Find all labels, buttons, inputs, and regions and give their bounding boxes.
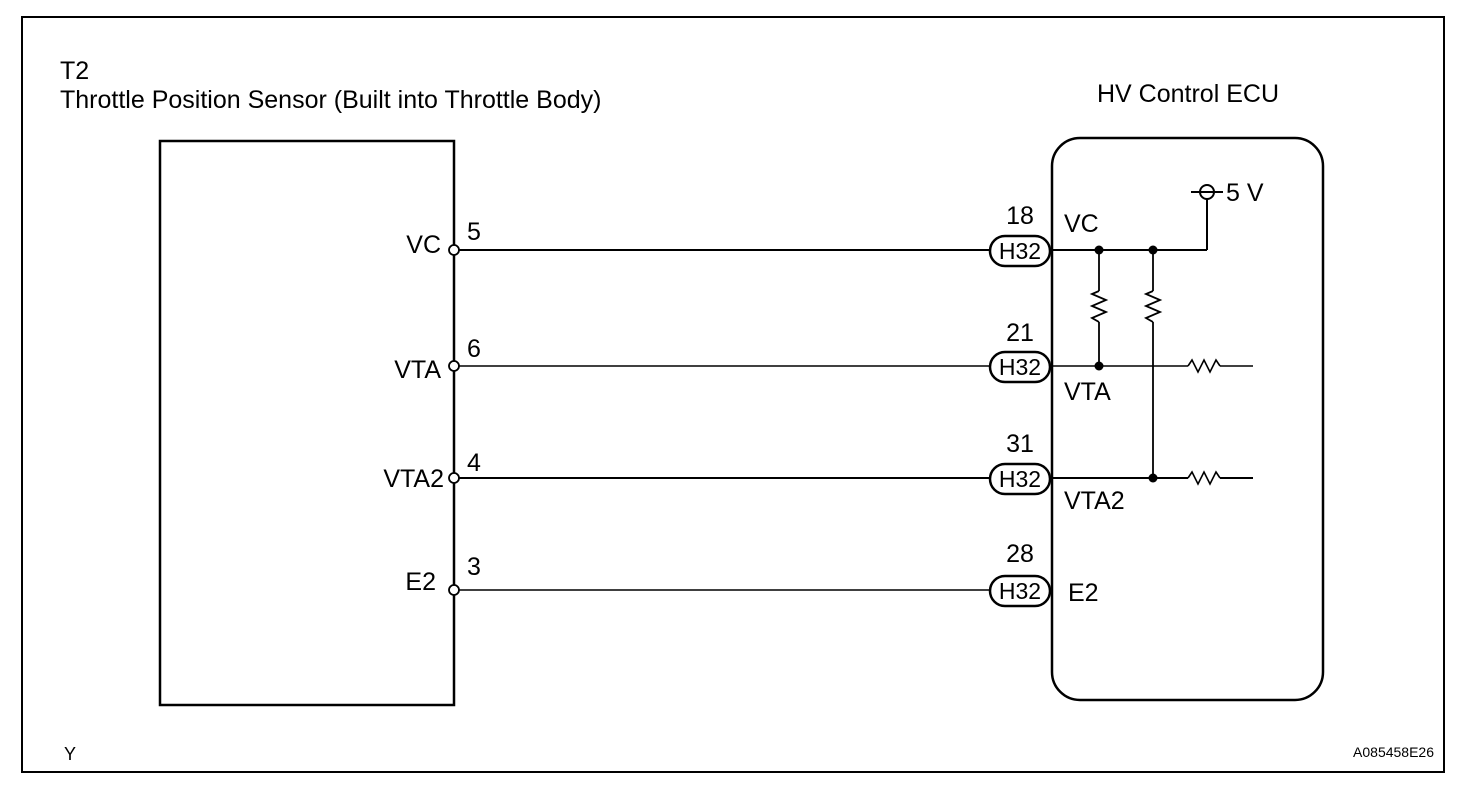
ecu-terminal-number: 31	[1006, 430, 1034, 458]
sensor-pin-label: VC	[406, 231, 441, 259]
connector-h32	[988, 574, 1052, 608]
footer-right-code: A085458E26	[1353, 744, 1434, 760]
sensor-pin-terminal	[448, 360, 460, 372]
sensor-pin-number: 6	[467, 335, 481, 363]
sensor-pin-label: E2	[405, 568, 436, 596]
sensor-pin-terminal	[448, 584, 460, 596]
ecu-terminal-label: VC	[1064, 210, 1099, 238]
sensor-box	[158, 139, 456, 707]
footer-left-code: Y	[64, 744, 76, 764]
ecu-terminal-number: 28	[1006, 540, 1034, 568]
sensor-pin-label: VTA2	[383, 465, 444, 493]
ecu-name: HV Control ECU	[1097, 80, 1279, 108]
sensor-pin-number: 4	[467, 449, 481, 477]
resistor-icon	[1089, 290, 1109, 323]
sensor-pin-number: 5	[467, 218, 481, 246]
ecu-box	[1050, 136, 1325, 702]
resistor-icon	[1187, 470, 1221, 486]
sensor-name: Throttle Position Sensor (Built into Thr…	[60, 86, 601, 114]
connector-label: H32	[999, 578, 1041, 604]
ecu-terminal-label: VTA	[1064, 378, 1111, 406]
sensor-code: T2	[60, 57, 89, 85]
ecu-terminal-label: VTA2	[1064, 487, 1125, 515]
resistor-icon	[1187, 358, 1221, 374]
ecu-terminal-number: 18	[1006, 202, 1034, 230]
ecu-terminal-number: 21	[1006, 319, 1034, 347]
connector-label: H32	[999, 238, 1041, 264]
sensor-pin-terminal	[448, 472, 460, 484]
sensor-pin-label: VTA	[394, 356, 441, 384]
diagram-frame	[21, 16, 1445, 773]
connector-label: H32	[999, 354, 1041, 380]
ecu-terminal-label: E2	[1068, 579, 1099, 607]
resistor-icon	[1143, 290, 1163, 323]
sensor-pin-number: 3	[467, 553, 481, 581]
supply-voltage: 5 V	[1226, 179, 1264, 207]
sensor-pin-terminal	[448, 244, 460, 256]
connector-label: H32	[999, 466, 1041, 492]
connector-h32	[988, 350, 1052, 384]
